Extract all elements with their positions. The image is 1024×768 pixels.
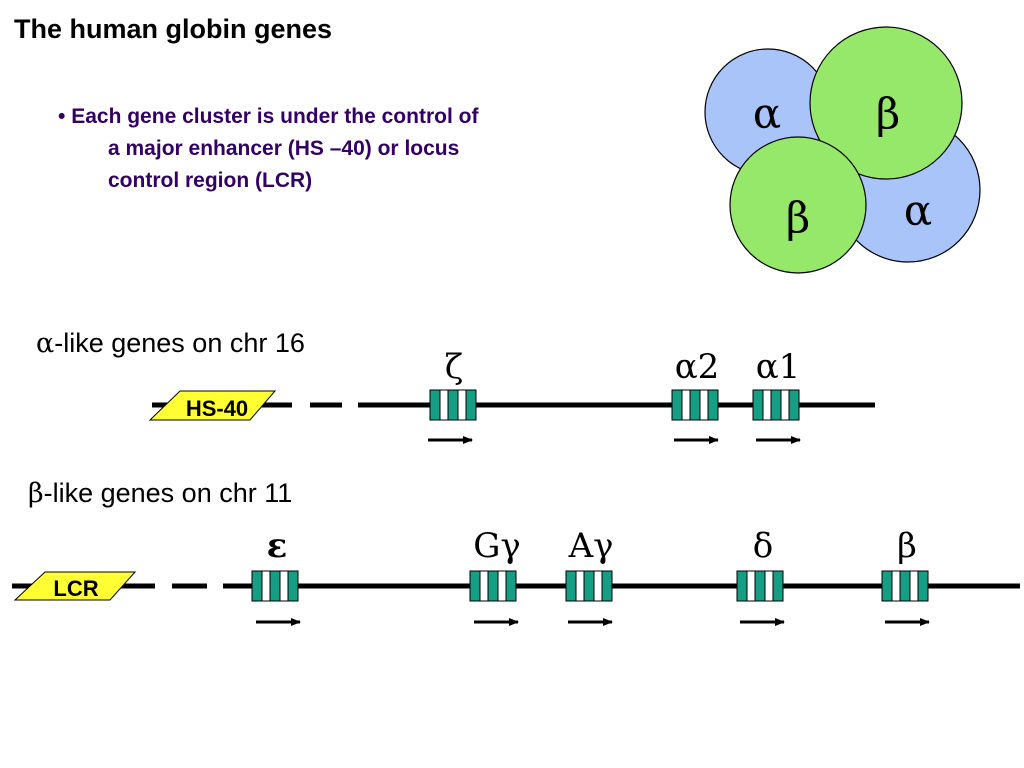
bullet-point: • Each gene cluster is under the control… bbox=[58, 101, 618, 197]
gene-box bbox=[881, 570, 929, 602]
bullet-line-3: control region (LCR) bbox=[108, 169, 313, 192]
gene-label-delta: δ bbox=[753, 526, 773, 566]
gene-label-alpha2: α2 bbox=[675, 347, 720, 387]
gene-label-alpha1: α1 bbox=[756, 347, 801, 387]
gene-label-epsilon: ε bbox=[267, 526, 288, 566]
gene-box bbox=[469, 570, 517, 602]
bullet-marker: • bbox=[58, 105, 66, 128]
lcr-enhancer-box bbox=[13, 571, 137, 601]
hs40-enhancer-box bbox=[148, 390, 277, 421]
beta-cluster-label: β-like genes on chr 11 bbox=[28, 478, 293, 509]
gene-label-beta: β bbox=[897, 526, 917, 566]
alpha-cluster-label: α-like genes on chr 16 bbox=[36, 328, 305, 359]
lcr-enhancer-label: LCR bbox=[53, 576, 98, 601]
gene-label-zeta: ζ bbox=[445, 347, 463, 387]
gene-box bbox=[429, 389, 477, 421]
page-title: The human globin genes bbox=[14, 14, 333, 44]
hs40-enhancer-label: HS-40 bbox=[186, 396, 248, 421]
gene-label-a-gamma: Aγ bbox=[568, 526, 614, 566]
gene-label-g-gamma: Gγ bbox=[473, 526, 520, 566]
gene-box bbox=[565, 570, 613, 602]
alpha-cluster-map: HS-40 ζ α2 α1 bbox=[148, 347, 875, 444]
beta-cluster-map: LCR bbox=[12, 526, 1020, 626]
gene-box bbox=[752, 389, 800, 421]
gene-box bbox=[671, 389, 719, 421]
bullet-line-2: a major enhancer (HS –40) or locus bbox=[108, 137, 460, 160]
gene-box bbox=[251, 570, 299, 602]
bullet-line-1: • Each gene cluster is under the control… bbox=[58, 105, 479, 128]
gene-box bbox=[736, 570, 784, 602]
